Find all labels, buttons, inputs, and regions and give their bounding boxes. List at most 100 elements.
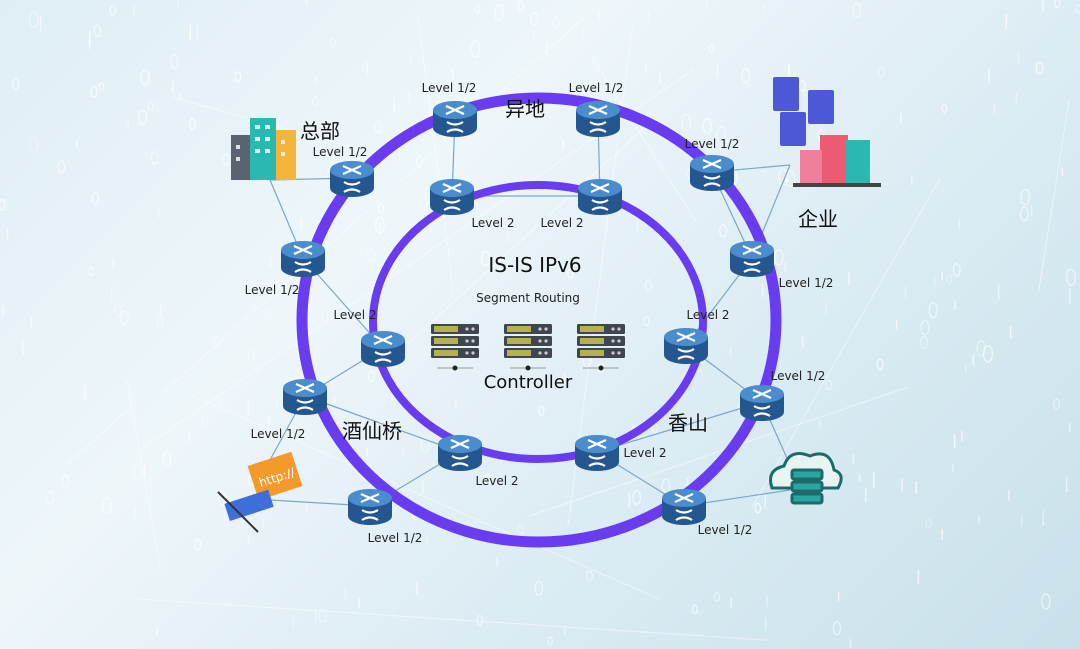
router-bodies bbox=[281, 101, 784, 525]
binary-zero-mark bbox=[517, 524, 524, 536]
background-line bbox=[134, 598, 768, 641]
site-hq-label: 总部 bbox=[300, 119, 340, 143]
router-level-label: Level 2 bbox=[623, 446, 666, 460]
router-level-label: Level 1/2 bbox=[569, 81, 624, 95]
binary-zero-mark bbox=[716, 126, 727, 144]
background-line bbox=[61, 409, 129, 470]
site-remote-label: 异地 bbox=[505, 97, 545, 121]
router-inner[interactable] bbox=[361, 331, 405, 367]
router-arrows-icon bbox=[445, 104, 465, 133]
site-xiangshan-label: 香山 bbox=[668, 411, 708, 435]
binary-zero-mark bbox=[567, 268, 574, 279]
router-level-label: Level 1/2 bbox=[771, 369, 826, 383]
link-line bbox=[304, 395, 461, 453]
binary-zero-mark bbox=[534, 580, 544, 596]
router-outer[interactable] bbox=[662, 489, 706, 525]
router-level-label: Level 1/2 bbox=[685, 137, 740, 151]
binary-zero-mark bbox=[476, 614, 484, 626]
binary-zero-mark bbox=[982, 345, 994, 363]
binary-zero-mark bbox=[61, 474, 70, 488]
router-arrows-icon bbox=[360, 492, 380, 521]
binary-zero-mark bbox=[1019, 206, 1029, 222]
binary-zero-mark bbox=[702, 118, 712, 134]
binary-zero-mark bbox=[632, 489, 642, 505]
router-outer[interactable] bbox=[281, 241, 325, 277]
router-level-label: Level 2 bbox=[686, 308, 729, 322]
router-level-label: Level 2 bbox=[540, 216, 583, 230]
router-outer[interactable] bbox=[690, 155, 734, 191]
router-outer[interactable] bbox=[283, 379, 327, 415]
router-arrows-icon bbox=[373, 334, 393, 363]
binary-zero-mark bbox=[321, 311, 329, 323]
binary-zero-mark bbox=[374, 216, 386, 234]
binary-zero-mark bbox=[878, 66, 886, 78]
router-inner[interactable] bbox=[664, 328, 708, 364]
router-arrows-icon bbox=[674, 492, 694, 521]
router-level-label: Level 2 bbox=[475, 474, 518, 488]
router-outer[interactable] bbox=[576, 101, 620, 137]
binary-zero-mark bbox=[377, 202, 385, 214]
binary-zero-mark bbox=[420, 437, 430, 453]
binary-zero-mark bbox=[547, 636, 554, 646]
router-outer[interactable] bbox=[348, 489, 392, 525]
binary-zero-mark bbox=[188, 118, 196, 130]
binary-zero-mark bbox=[946, 274, 953, 284]
center-title: IS-IS IPv6 bbox=[488, 253, 581, 277]
binary-zero-mark bbox=[832, 621, 842, 636]
binary-zero-mark bbox=[785, 170, 796, 188]
center-subtitle: Segment Routing bbox=[476, 291, 580, 305]
binary-zero-mark bbox=[28, 136, 39, 154]
binary-zero-mark bbox=[1053, 398, 1061, 410]
binary-zero-mark bbox=[920, 319, 930, 336]
binary-zero-mark bbox=[1065, 268, 1076, 286]
binary-zero-mark bbox=[109, 4, 117, 16]
binary-zero-mark bbox=[643, 315, 650, 327]
router-arrows-icon bbox=[752, 388, 772, 417]
binary-zero-mark bbox=[102, 497, 112, 514]
router-outer[interactable] bbox=[433, 101, 477, 137]
binary-zero-mark bbox=[741, 67, 751, 84]
router-arrows-icon bbox=[588, 104, 608, 133]
router-level-label: Level 1/2 bbox=[368, 531, 423, 545]
router-arrows-icon bbox=[676, 331, 696, 360]
binary-zero-mark bbox=[113, 303, 122, 317]
router-level-label: Level 1/2 bbox=[313, 145, 368, 159]
inner-ring bbox=[369, 181, 707, 463]
binary-zero-mark bbox=[708, 43, 715, 53]
background-line bbox=[751, 177, 941, 508]
router-outer[interactable] bbox=[330, 161, 374, 197]
router-inner[interactable] bbox=[578, 179, 622, 215]
binary-zero-mark bbox=[483, 473, 492, 486]
router-outer[interactable] bbox=[740, 385, 784, 421]
binary-zero-mark bbox=[876, 358, 884, 371]
binary-zero-mark bbox=[976, 340, 986, 357]
binary-zero-mark bbox=[661, 478, 671, 493]
binary-zero-mark bbox=[120, 310, 129, 326]
binary-zero-mark bbox=[517, 0, 525, 12]
binary-zero-mark bbox=[150, 151, 159, 165]
site-enterprise-label: 企业 bbox=[798, 207, 838, 231]
background-line bbox=[416, 12, 454, 293]
binary-zero-mark bbox=[88, 266, 95, 277]
binary-zero-mark bbox=[132, 464, 143, 481]
background-line bbox=[190, 394, 660, 600]
binary-zero-mark bbox=[156, 316, 164, 328]
link-line bbox=[596, 401, 763, 453]
router-inner[interactable] bbox=[575, 435, 619, 471]
router-inner[interactable] bbox=[438, 435, 482, 471]
router-level-label: Level 1/2 bbox=[251, 427, 306, 441]
binary-zero-mark bbox=[222, 153, 231, 167]
binary-zero-mark bbox=[480, 250, 491, 267]
router-inner[interactable] bbox=[430, 179, 474, 215]
binary-zero-mark bbox=[201, 415, 209, 427]
router-arrows-icon bbox=[442, 182, 462, 211]
binary-zero-mark bbox=[170, 54, 179, 69]
binary-zero-mark bbox=[93, 24, 102, 38]
router-outer[interactable] bbox=[730, 241, 774, 277]
binary-zero-mark bbox=[586, 570, 593, 582]
controller-label: Controller bbox=[484, 372, 573, 393]
binary-zero-mark bbox=[777, 168, 789, 187]
binary-zero-mark bbox=[329, 37, 336, 48]
